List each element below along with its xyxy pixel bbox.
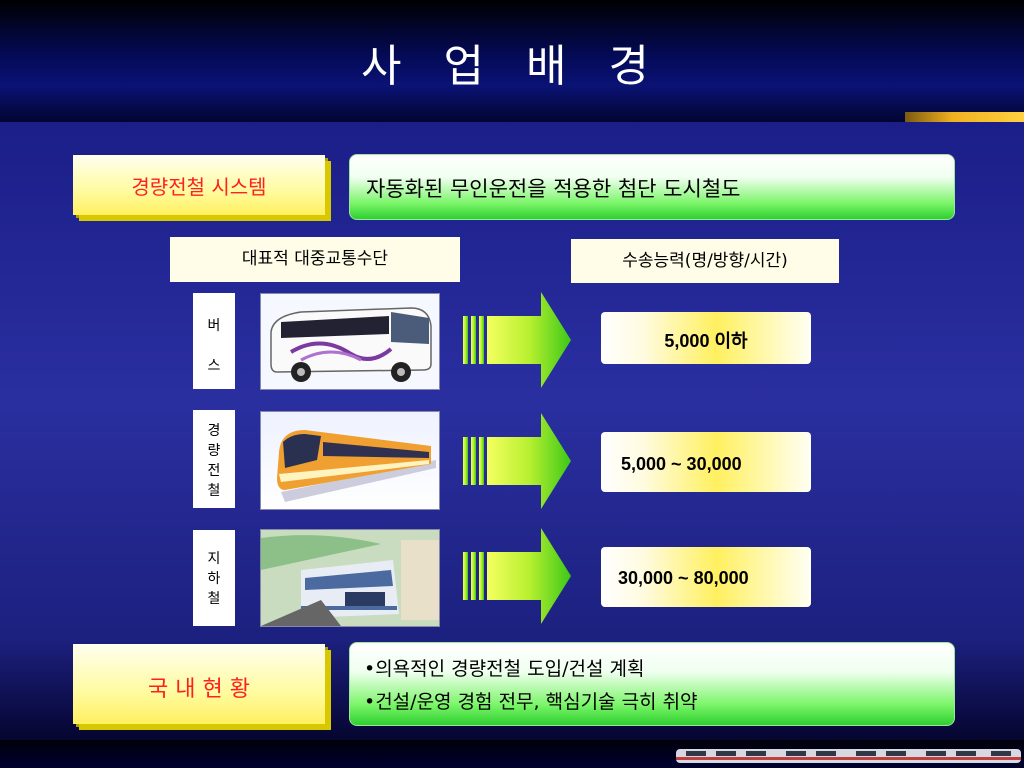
slide-title: 사 업 배 경 — [361, 41, 663, 92]
row-label-char: 지 — [207, 551, 221, 567]
title-bar: 사 업 배 경 — [0, 0, 1024, 122]
capacity-subway: 30,000 ~ 80,000 — [601, 547, 811, 607]
subway-icon — [261, 530, 439, 626]
system-description-box: 자동화된 무인운전을 적용한 첨단 도시철도 — [349, 154, 955, 220]
row-label-char: 량 — [207, 443, 221, 459]
row-label-char: 경 — [207, 423, 221, 439]
capacity-light-rail-text: 5,000 ~ 30,000 — [621, 454, 742, 474]
system-description: 자동화된 무인운전을 적용한 첨단 도시철도 — [366, 177, 741, 201]
domestic-status-label: 국 내 현 황 — [148, 677, 250, 702]
row-label-char: 전 — [207, 463, 221, 479]
row-label-char: 스 — [207, 358, 221, 374]
system-label: 경량전철 시스템 — [131, 175, 267, 199]
subway-photo — [260, 529, 440, 627]
light-rail-icon — [277, 430, 436, 502]
accent-bar — [905, 112, 1024, 122]
arrow-right-icon — [463, 413, 571, 509]
bullet-item: •의욕적인 경량전철 도입/건설 계획 — [364, 658, 645, 680]
train-decoration-icon — [676, 749, 1021, 763]
row-label-subway: 지 하 철 — [193, 530, 235, 626]
capacity-bus: 5,000 이하 — [601, 312, 811, 364]
domestic-status-box: 국 내 현 황 — [73, 644, 325, 724]
bus-photo — [260, 293, 440, 390]
row-label-char: 철 — [207, 591, 221, 607]
light-rail-photo — [260, 411, 440, 510]
capacity-subway-text: 30,000 ~ 80,000 — [618, 568, 749, 588]
arrow-right-icon — [463, 292, 571, 388]
header-transport-text: 대표적 대중교통수단 — [241, 249, 389, 269]
row-label-char: 버 — [207, 318, 221, 334]
header-capacity: 수송능력(명/방향/시간) — [571, 239, 839, 283]
header-transport: 대표적 대중교통수단 — [170, 237, 460, 282]
arrow-right-icon — [463, 528, 571, 624]
header-capacity-text: 수송능력(명/방향/시간) — [622, 251, 788, 271]
row-label-char: 하 — [207, 571, 221, 587]
capacity-light-rail: 5,000 ~ 30,000 — [601, 432, 811, 492]
row-label-char: 철 — [207, 483, 221, 499]
row-label-bus: 버 스 — [193, 293, 235, 389]
system-label-box: 경량전철 시스템 — [73, 155, 325, 215]
domestic-status-details: •의욕적인 경량전철 도입/건설 계획 •건설/운영 경험 전무, 핵심기술 극… — [349, 642, 955, 726]
capacity-bus-text: 5,000 이하 — [664, 331, 748, 351]
bullet-item: •건설/운영 경험 전무, 핵심기술 극히 취약 — [364, 691, 698, 713]
bus-icon — [270, 307, 432, 382]
row-label-light-rail: 경 량 전 철 — [193, 410, 235, 508]
